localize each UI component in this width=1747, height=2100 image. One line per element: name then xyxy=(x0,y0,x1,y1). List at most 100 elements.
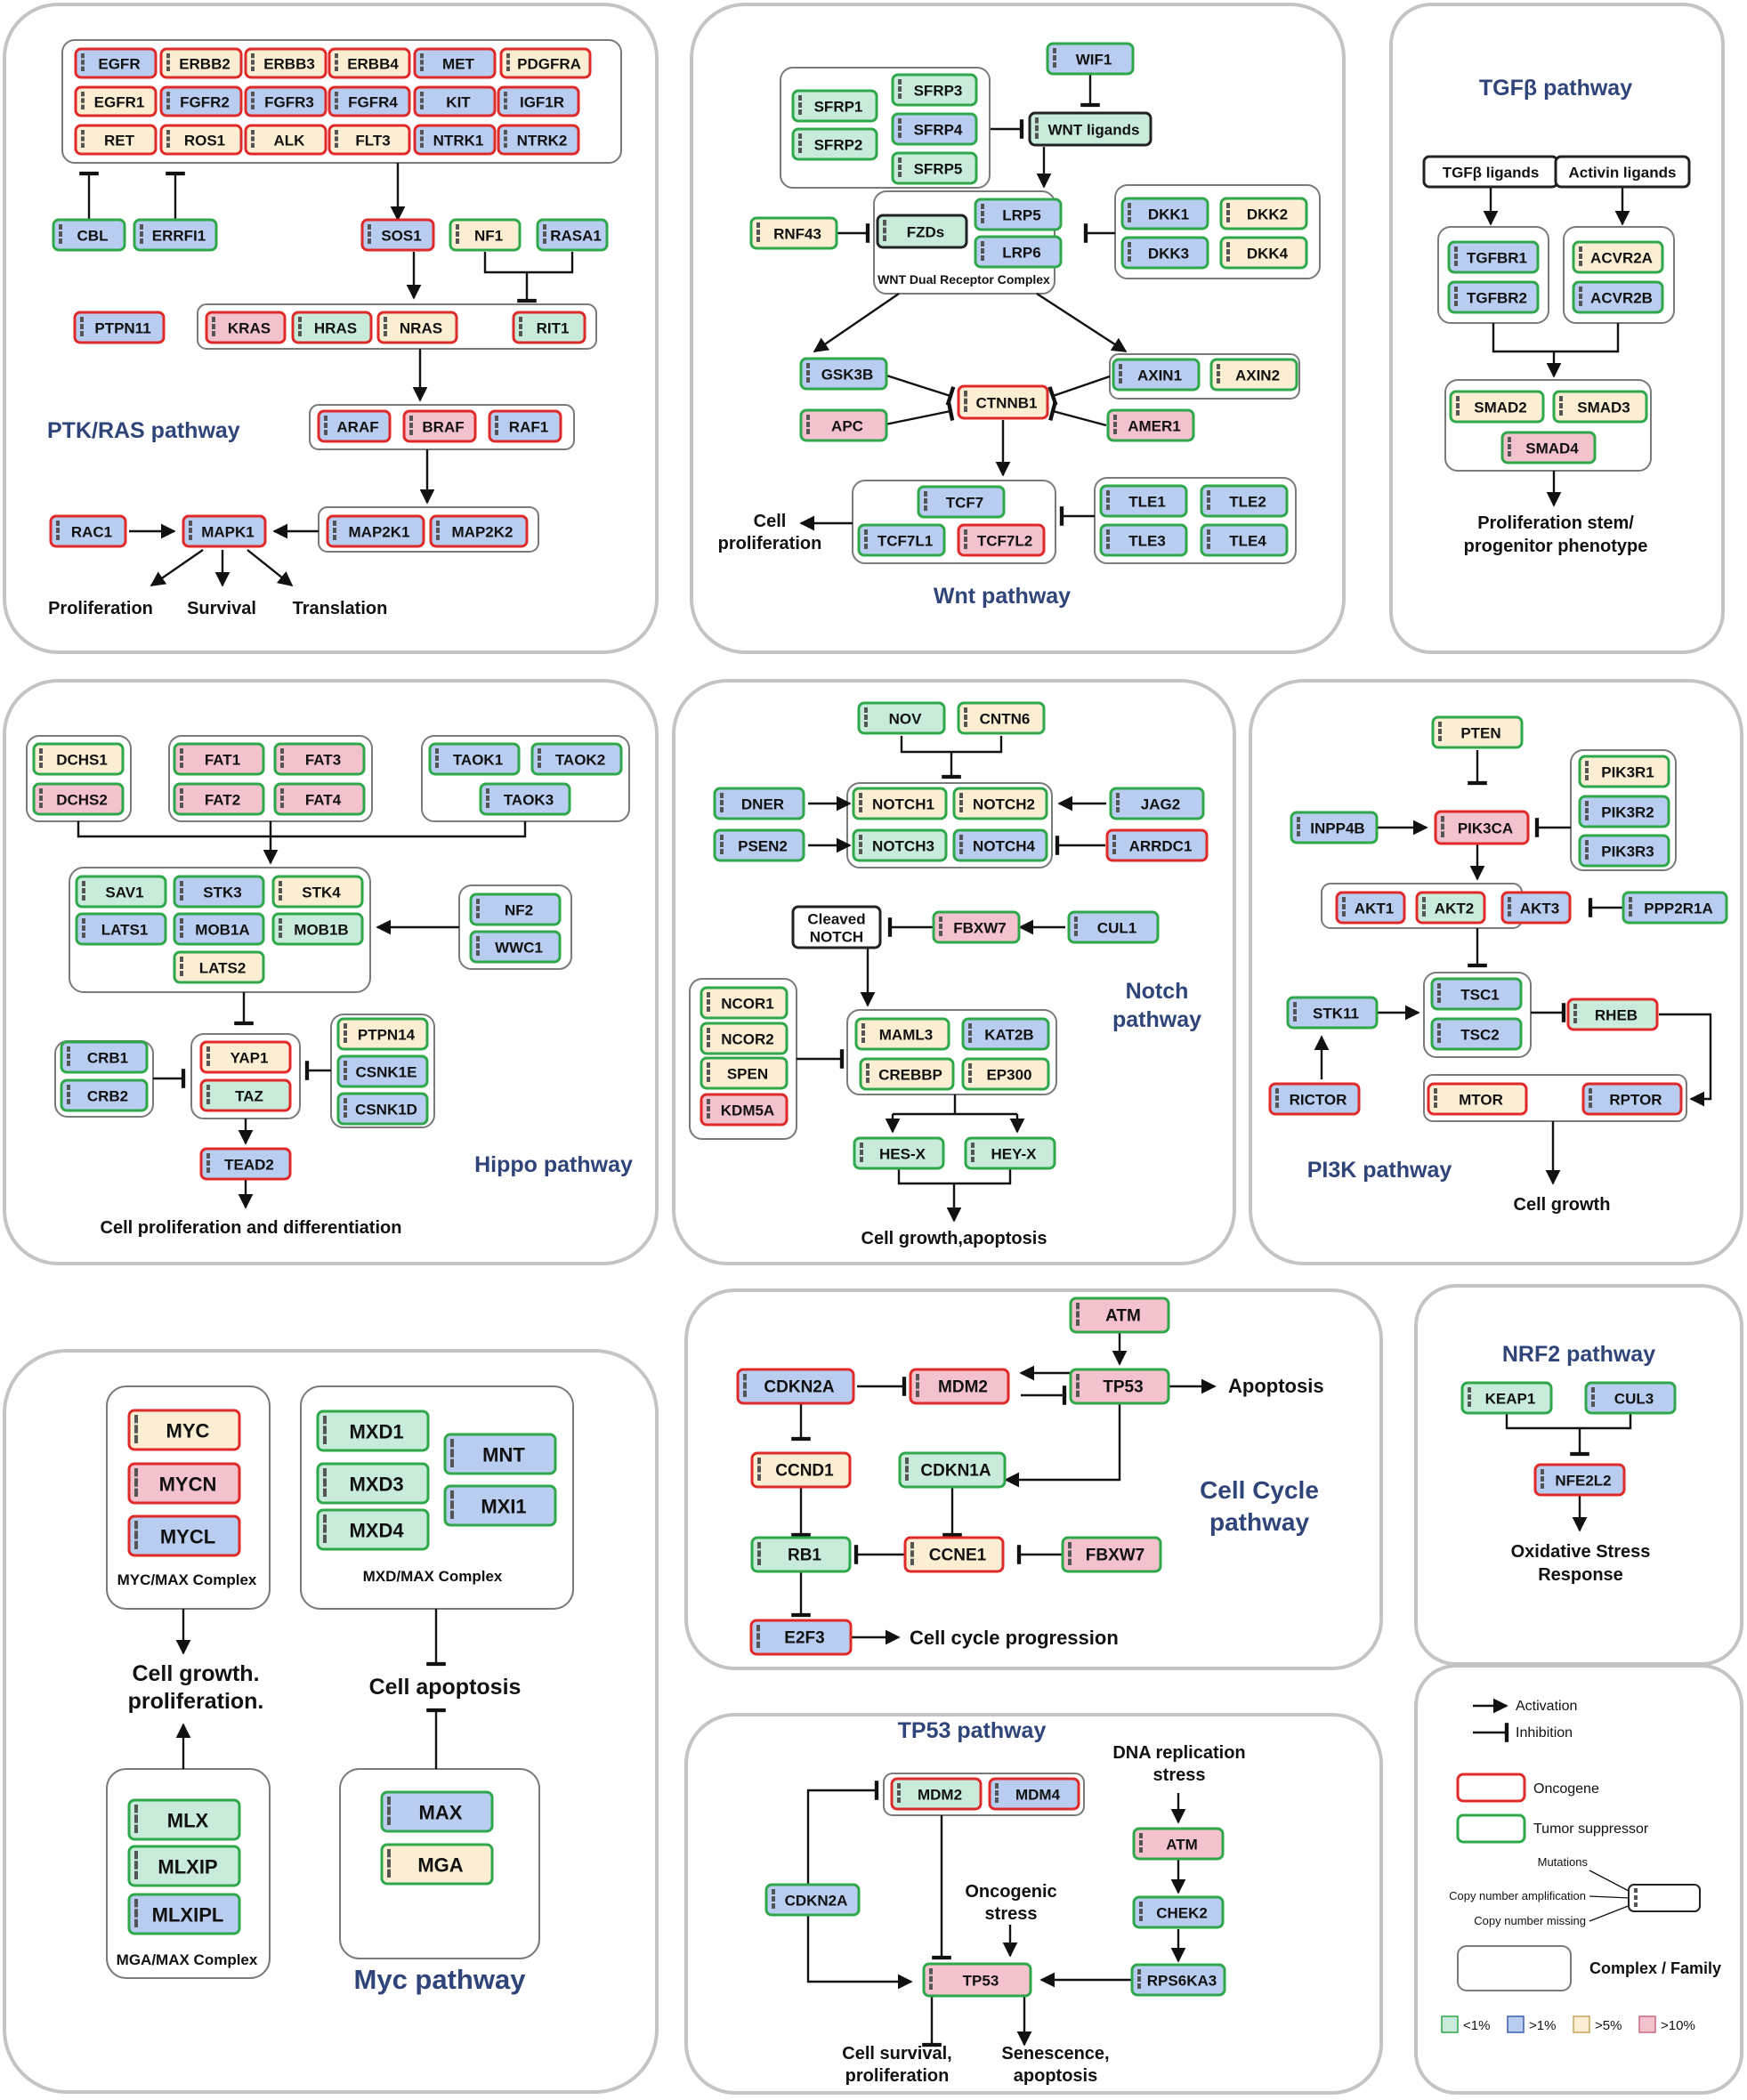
gene-node-psen2: PSEN2 xyxy=(713,828,805,862)
gene-node-ros1: ROS1 xyxy=(159,124,243,156)
gene-node-sfrp2: SFRP2 xyxy=(791,127,878,161)
gene-box xyxy=(380,1790,494,1833)
gene-label: KRAS xyxy=(228,320,271,337)
gene-box xyxy=(903,1536,1005,1573)
gene-box xyxy=(1500,431,1597,464)
gene-box xyxy=(891,112,978,146)
gene-label: INPP4B xyxy=(1310,820,1364,837)
gene-node-cdkn2a: CDKN2A xyxy=(764,1883,861,1917)
gene-box xyxy=(469,892,562,926)
gene-node-tle1: TLE1 xyxy=(1099,484,1188,518)
gene-label: PDGFRA xyxy=(517,56,581,73)
gene-label: MLX xyxy=(167,1810,209,1832)
gene-label: SMAD2 xyxy=(1474,400,1527,416)
legend-complex-swatch xyxy=(1457,1945,1572,1991)
gene-box xyxy=(749,1619,853,1656)
mxd-max-complex-label: MXD/MAX Complex xyxy=(363,1568,503,1585)
gene-label: MYC xyxy=(166,1420,210,1442)
gene-node-errfi1: ERRFI1 xyxy=(133,218,218,252)
gene-label: FLT3 xyxy=(355,133,390,149)
gene-node-tgfbr2: TGFBR2 xyxy=(1447,280,1540,314)
gene-node-sfrp1: SFRP1 xyxy=(791,89,878,123)
pi3k-output: Cell growth xyxy=(1514,1195,1611,1215)
gene-label: SFRP5 xyxy=(914,161,963,178)
gene-label: MGA xyxy=(417,1854,463,1877)
gene-label: PTPN11 xyxy=(94,320,150,337)
gene-box xyxy=(700,1022,789,1055)
gene-box xyxy=(1578,834,1670,868)
gene-label: E2F3 xyxy=(784,1629,824,1648)
gene-node-ep300: EP300 xyxy=(961,1057,1050,1091)
gene-node-cdkn1a: CDKN1A xyxy=(898,1451,1007,1489)
gene-box xyxy=(182,514,267,548)
gene-box xyxy=(1106,408,1195,442)
gene-label: TEAD2 xyxy=(224,1157,274,1174)
tp53-senescence-2: apoptosis xyxy=(1014,2066,1097,2086)
gene-node-cdkn2a: CDKN2A xyxy=(736,1368,855,1405)
gene-node-chek2: CHEK2 xyxy=(1132,1895,1225,1929)
gene-label: MYCN xyxy=(159,1474,217,1496)
gene-label: NF2 xyxy=(505,902,533,919)
gene-node-fat2: FAT2 xyxy=(173,782,265,816)
gene-node-ppp2r1a: PPP2R1A xyxy=(1622,891,1728,925)
gene-node-taok1: TAOK1 xyxy=(428,742,521,776)
gene-box xyxy=(360,218,435,252)
gene-box xyxy=(127,1845,241,1887)
gene-box xyxy=(1566,998,1659,1031)
gene-node-amer1: AMER1 xyxy=(1106,408,1195,442)
gene-label: TLE4 xyxy=(1229,533,1266,550)
gene-label: PIK3R1 xyxy=(1601,764,1654,781)
gene-node-arrdc1: ARRDC1 xyxy=(1105,828,1209,862)
notch-title-line1: Notch xyxy=(1126,979,1189,1004)
gene-label: RPTOR xyxy=(1609,1092,1662,1109)
gene-node-fgfr4: FGFR4 xyxy=(328,85,411,117)
gene-node-fgfr2: FGFR2 xyxy=(159,85,243,117)
gene-box xyxy=(159,47,243,79)
gene-label: MOB1A xyxy=(195,922,249,939)
gene-box xyxy=(199,1147,292,1181)
gene-box xyxy=(173,875,265,909)
gene-box xyxy=(876,214,968,249)
gene-box xyxy=(328,124,411,156)
gene-box xyxy=(750,1536,852,1573)
gene-label: RPS6KA3 xyxy=(1147,1973,1217,1990)
gene-label: FGFR2 xyxy=(180,94,230,111)
gene-label: FAT4 xyxy=(305,792,342,809)
gene-node-cul3: CUL3 xyxy=(1584,1381,1677,1415)
gene-box xyxy=(1427,1082,1528,1116)
gene-node-pik3ca: PIK3CA xyxy=(1434,810,1530,845)
hippo-output: Cell proliferation and differentiation xyxy=(101,1218,402,1238)
gene-label: ARRDC1 xyxy=(1129,838,1193,855)
gene-node-rnf43: RNF43 xyxy=(749,216,838,250)
gene-label: MYCL xyxy=(160,1526,215,1548)
gene-node-stk4: STK4 xyxy=(271,875,364,909)
gene-box xyxy=(1219,236,1308,270)
gene-node-akt2: AKT2 xyxy=(1415,891,1486,925)
gene-node-map2k2: MAP2K2 xyxy=(429,514,529,548)
gene-label: SFRP1 xyxy=(814,99,863,116)
gene-node-ccnd1: CCND1 xyxy=(750,1451,852,1489)
gene-node-rit1: RIT1 xyxy=(512,311,586,344)
gene-box xyxy=(1286,996,1379,1030)
gene-label: AMER1 xyxy=(1128,418,1181,435)
tp53-title: TP53 pathway xyxy=(898,1718,1047,1743)
gene-label: CUL3 xyxy=(1614,1391,1654,1408)
gene-label: PTPN14 xyxy=(358,1027,416,1044)
gene-label: MOB1B xyxy=(294,922,348,939)
gene-box xyxy=(1554,155,1691,189)
gene-node-mdm2: MDM2 xyxy=(890,1777,983,1811)
legend-gt10: >10% xyxy=(1661,2018,1695,2033)
gene-node-cbl: CBL xyxy=(52,218,126,252)
gene-box xyxy=(75,912,167,946)
gene-node-met: MET xyxy=(413,47,497,79)
gene-node-stk3: STK3 xyxy=(173,875,265,909)
gene-node-sav1: SAV1 xyxy=(75,875,167,909)
gene-label: NFE2L2 xyxy=(1555,1473,1611,1490)
gene-label: AKT3 xyxy=(1520,901,1559,917)
gene-label: NCOR2 xyxy=(721,1031,774,1048)
gene-box xyxy=(791,905,882,949)
gene-label: SOS1 xyxy=(381,228,421,245)
gene-node-ptpn11: PTPN11 xyxy=(73,311,166,344)
gene-label: RET xyxy=(104,133,135,149)
gene-label: ATM xyxy=(1105,1307,1141,1326)
